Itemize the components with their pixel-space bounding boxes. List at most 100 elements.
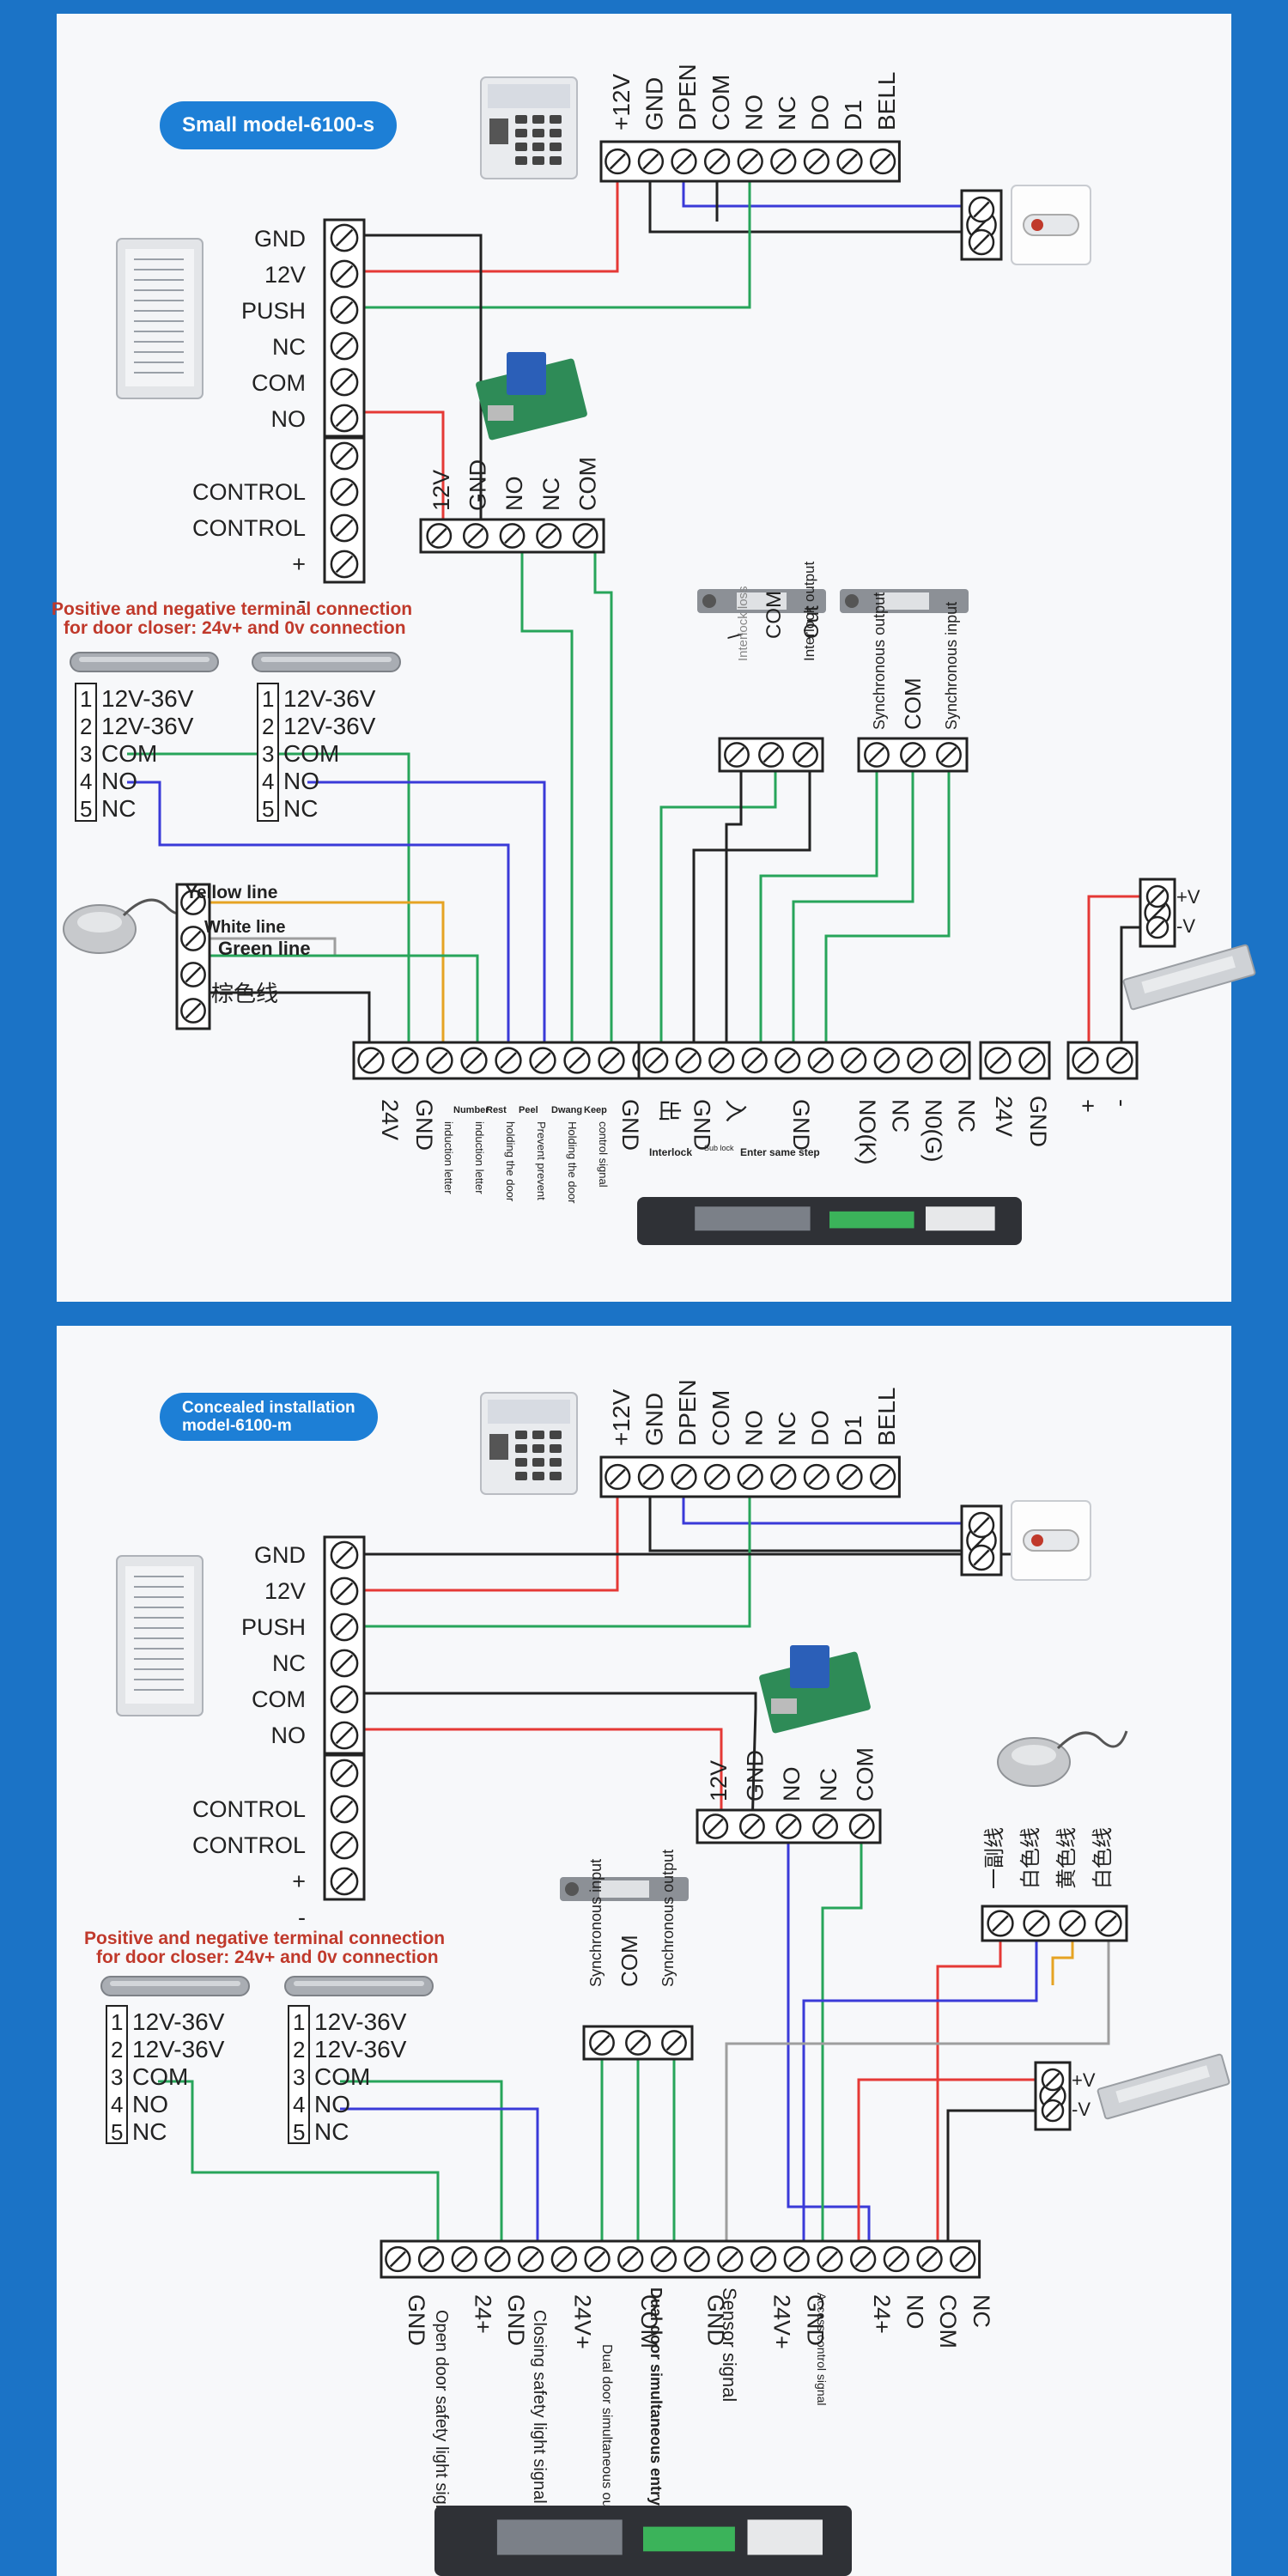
- keypad-key: [550, 1444, 562, 1453]
- terminal-screw-slot: [973, 201, 990, 218]
- relay-terminal-label: GND: [465, 459, 491, 511]
- terminal-screw-slot: [335, 483, 354, 501]
- wire-red: [857, 2078, 1036, 2259]
- door-closer-note: Positive and negative terminal connectio…: [84, 1929, 445, 1948]
- terminal-screw-slot: [874, 1468, 891, 1485]
- wire-red: [362, 1496, 619, 1592]
- keypad-reader-top: [480, 76, 578, 179]
- keypad-key: [550, 1458, 562, 1467]
- sensor-bar-highlight: [79, 657, 210, 662]
- door-sensor-c-terminal-label: NC: [132, 2118, 167, 2145]
- keypad-terminal-label: DO: [807, 94, 834, 131]
- controller-terminal-sublabel: Enter same step: [740, 1146, 820, 1158]
- door-operator-pcb: [643, 2526, 735, 2552]
- keypad-terminal-label: GND: [641, 77, 668, 131]
- door-closer-note: for door closer: 24v+ and 0v connection: [96, 1947, 439, 1967]
- model-badge-bottom-line1: Concealed installation: [182, 1399, 355, 1417]
- sync-terminal-label: COM: [617, 1935, 642, 1987]
- power-terminal-label: NO: [271, 406, 307, 432]
- keypad-key: [550, 143, 562, 151]
- door-closer-note: for door closer: 24v+ and 0v connection: [64, 618, 406, 638]
- controller-terminal-sublabel: Dual door simultaneous output: [599, 2344, 614, 2531]
- power-terminal-label: CONTROL: [192, 515, 306, 541]
- wire-red: [362, 410, 445, 536]
- electric-lock-bolt: [1141, 956, 1236, 994]
- terminal-screw-slot: [841, 1468, 858, 1485]
- terminal-screw-slot: [788, 2251, 805, 2268]
- wire-blue: [340, 2107, 539, 2259]
- terminal-screw-slot: [609, 1468, 626, 1485]
- terminal-screw-slot: [742, 153, 759, 170]
- controller-terminal-label: COM: [636, 2294, 662, 2348]
- power-terminal-label: +: [292, 551, 306, 577]
- controller-terminal-label: 出: [656, 1099, 682, 1122]
- keypad-reader-bottom: [480, 1392, 578, 1495]
- terminal-screw-slot: [868, 746, 885, 763]
- controller-terminal-sublabel: Sensor signal: [719, 2287, 740, 2402]
- terminal-screw-slot: [335, 1764, 354, 1783]
- wire-yellow: [210, 901, 445, 1060]
- door-sensor-a-terminal-index: 3: [80, 741, 92, 767]
- terminal-screw-slot: [335, 1690, 354, 1709]
- controller-terminal-block-b: [637, 1041, 971, 1080]
- power-supply-label-area: [125, 249, 194, 386]
- sync-terminal-label: Synchronous input: [587, 1859, 605, 1987]
- keypad-terminal-label: DPEN: [674, 64, 701, 131]
- power-terminal-label: NC: [272, 334, 306, 360]
- wire-red: [362, 1728, 723, 1827]
- keypad-terminal-label: NO: [740, 1410, 767, 1446]
- terminal-screw-slot: [676, 153, 692, 170]
- controller-terminal-note: Rest: [486, 1105, 507, 1115]
- power-terminal-label: COM: [252, 370, 306, 396]
- terminal-screw-slot: [797, 746, 814, 763]
- controller-terminal-label: GND: [788, 1099, 814, 1151]
- controller-terminal-sublabel: Sub lock: [704, 1144, 734, 1152]
- terminal-screw-slot: [911, 1052, 928, 1069]
- keypad-card-area: [489, 1434, 508, 1460]
- controller-terminal-note: Peel: [519, 1105, 538, 1115]
- wire-green: [824, 755, 951, 1060]
- door-operator-pcb: [829, 1211, 914, 1229]
- door-sensor-c-terminal-index: 2: [111, 2037, 123, 2063]
- terminal-screw-slot: [465, 1052, 483, 1069]
- door-sensor-a-terminal-label: 12V-36V: [101, 713, 194, 739]
- controller-terminal-sublabel: Access control signal: [815, 2293, 829, 2406]
- lock-terminal-label: +V: [1072, 2069, 1096, 2091]
- controller-terminal-label: GND: [411, 1099, 437, 1151]
- door-sensor-a-terminal-index: 2: [80, 714, 92, 739]
- button-line-label: 棕色线: [211, 981, 278, 1006]
- keypad-terminal-label: DO: [807, 1410, 834, 1446]
- interlock-module-connector: [702, 594, 716, 608]
- terminal-screw-slot: [456, 2251, 473, 2268]
- power-terminal-label: NO: [271, 1722, 307, 1748]
- door-sensor-b-terminal-index: 5: [262, 796, 274, 822]
- terminal-screw-slot: [1100, 1915, 1117, 1932]
- terminal-screw-slot: [504, 527, 520, 544]
- relay-module-top: [476, 352, 587, 440]
- terminal-screw-slot: [335, 519, 354, 538]
- keypad-key: [550, 115, 562, 124]
- keypad-key: [515, 1472, 527, 1480]
- wires-layer-top: [127, 180, 1140, 1060]
- keypad-key: [515, 1444, 527, 1453]
- door-closer-note: Positive and negative terminal connectio…: [52, 599, 412, 619]
- controller-terminal-block-d: [1066, 1041, 1139, 1080]
- door-sensor-c-terminal-label: NO: [132, 2091, 168, 2117]
- keypad-terminal-label: BELL: [873, 72, 900, 131]
- button-terminal-block-top: [175, 883, 211, 1030]
- wires-layer-bottom: [158, 1496, 1110, 2259]
- door-sensor-d-terminal-index: 2: [293, 2037, 305, 2063]
- door-operator-bottom: [434, 2506, 852, 2576]
- button-line-label: Yellow line: [185, 883, 277, 902]
- door-operator-panel: [747, 2519, 823, 2555]
- wire-black: [1120, 926, 1140, 1060]
- terminal-screw-slot: [708, 153, 726, 170]
- door-sensor-b-terminal-index: 1: [262, 686, 274, 712]
- door-operator-panel: [926, 1206, 995, 1231]
- terminal-screw-slot: [431, 1052, 448, 1069]
- door-sensor-b-terminal-label: COM: [283, 740, 339, 767]
- terminal-screw-slot: [622, 2251, 639, 2268]
- keypad-terminal-label: NO: [740, 94, 767, 131]
- wire-green: [362, 180, 751, 309]
